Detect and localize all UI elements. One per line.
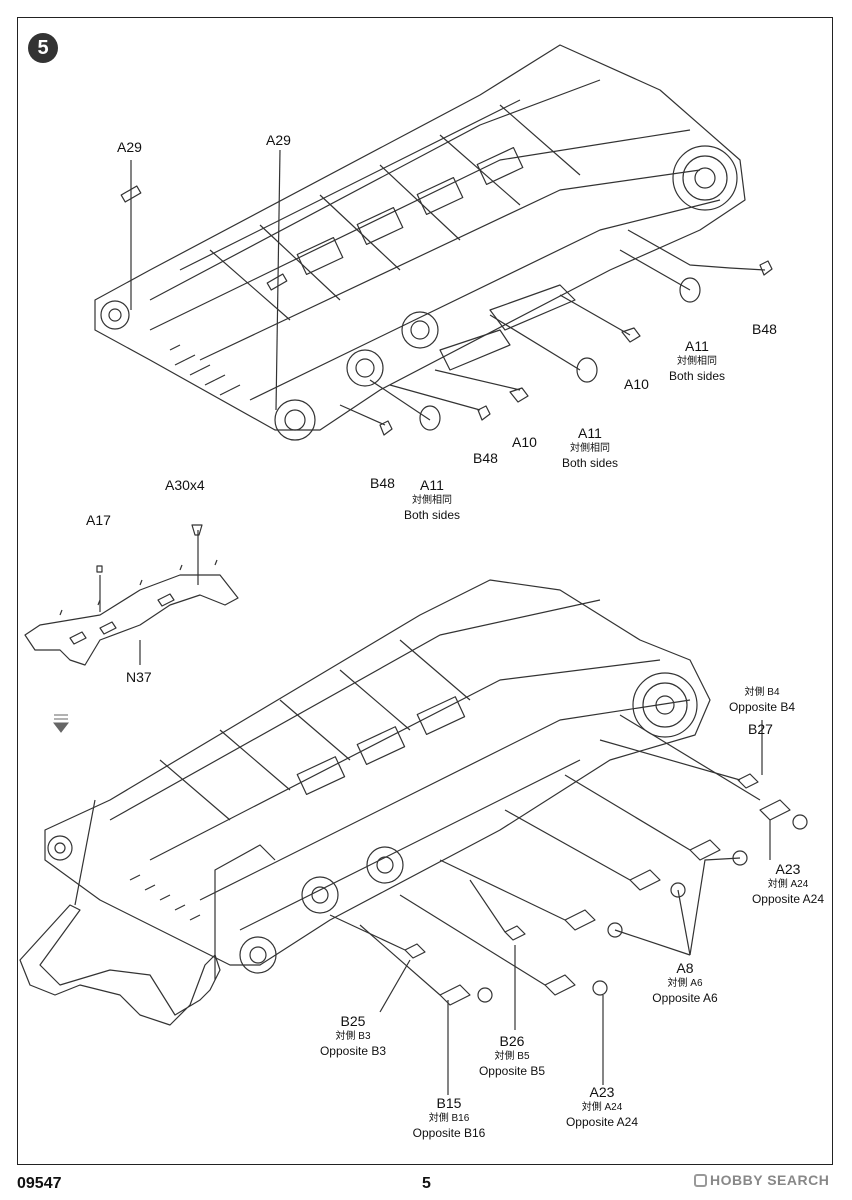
label-a11-mid-code: A11 [578, 425, 602, 441]
label-a23-bottom-en: Opposite A24 [565, 1115, 639, 1129]
page-number: 5 [422, 1175, 431, 1192]
page-frame [17, 17, 833, 1165]
label-b26-code: B26 [499, 1033, 525, 1049]
label-a30x4: A30x4 [165, 477, 205, 493]
label-b48-mid: B48 [473, 450, 498, 466]
lower-hull-drawing [19, 579, 808, 1095]
label-a8-code: A8 [676, 960, 694, 976]
label-a11-right-en: Both sides [668, 369, 726, 383]
label-b25-jp: 対側 B3 [335, 1031, 371, 1042]
label-a11-right-code: A11 [685, 338, 709, 354]
label-a11-left: A11 対側相同 Both sides [404, 478, 460, 523]
label-a23-bottom: A23 対側 A24 Opposite A24 [566, 1085, 638, 1130]
label-a23-bottom-code: A23 [589, 1084, 615, 1100]
label-b15-jp: 対側 B16 [428, 1113, 470, 1124]
label-b26-jp: 対側 B5 [494, 1051, 530, 1062]
label-a17: A17 [86, 512, 111, 528]
label-a11-left-jp: 対側相同 [411, 495, 452, 506]
label-a11-right: A11 対側相同 Both sides [669, 339, 725, 384]
label-b26-en: Opposite B5 [478, 1064, 546, 1078]
suspension-arms [404, 773, 808, 1006]
upper-hull-drawing [94, 44, 773, 441]
label-b48-left: B48 [370, 475, 395, 491]
label-a23-right-code: A23 [775, 861, 801, 877]
label-a11-mid-en: Both sides [561, 456, 619, 470]
label-b4: 対側 B4 Opposite B4 [729, 685, 795, 715]
label-b26: B26 対側 B5 Opposite B5 [479, 1034, 545, 1079]
label-a8: A8 対側 A6 Opposite A6 [652, 961, 717, 1006]
label-a8-en: Opposite A6 [652, 991, 718, 1005]
label-a23-right-en: Opposite A24 [751, 892, 825, 906]
label-a23-right-jp: 対側 A24 [767, 879, 809, 890]
label-a8-jp: 対側 A6 [667, 978, 703, 989]
label-a10-mid: A10 [512, 434, 537, 450]
label-b15-en: Opposite B16 [412, 1126, 486, 1140]
watermark-logo-icon [694, 1174, 707, 1187]
label-n37: N37 [126, 669, 152, 685]
label-b25-code: B25 [340, 1013, 366, 1029]
label-a23-bottom-jp: 対側 A24 [581, 1102, 623, 1113]
label-a11-right-jp: 対側相同 [676, 356, 717, 367]
label-a10-right: A10 [624, 376, 649, 392]
step-number-badge: 5 [28, 33, 58, 63]
label-b48-right: B48 [752, 321, 777, 337]
label-b27: B27 [748, 721, 773, 737]
label-b25: B25 対側 B3 Opposite B3 [320, 1014, 386, 1059]
label-b25-en: Opposite B3 [319, 1044, 387, 1058]
label-a29-right: A29 [266, 132, 291, 148]
label-a29-left: A29 [117, 139, 142, 155]
label-a11-mid-jp: 対側相同 [569, 443, 610, 454]
label-a11-left-en: Both sides [403, 508, 461, 522]
down-arrow-icon [53, 714, 69, 733]
label-a23-right: A23 対側 A24 Opposite A24 [752, 862, 824, 907]
watermark: HOBBY SEARCH [694, 1172, 829, 1188]
label-b4-jp: 対側 B4 [744, 687, 780, 698]
label-b15: B15 対側 B16 Opposite B16 [413, 1096, 486, 1141]
label-a11-left-code: A11 [420, 477, 444, 493]
label-b15-code: B15 [436, 1095, 462, 1111]
label-a11-mid: A11 対側相同 Both sides [562, 426, 618, 471]
n37-bracket-drawing [24, 524, 239, 666]
product-code: 09547 [17, 1175, 62, 1192]
label-b4-en: Opposite B4 [728, 700, 796, 714]
watermark-text: HOBBY SEARCH [710, 1172, 830, 1188]
